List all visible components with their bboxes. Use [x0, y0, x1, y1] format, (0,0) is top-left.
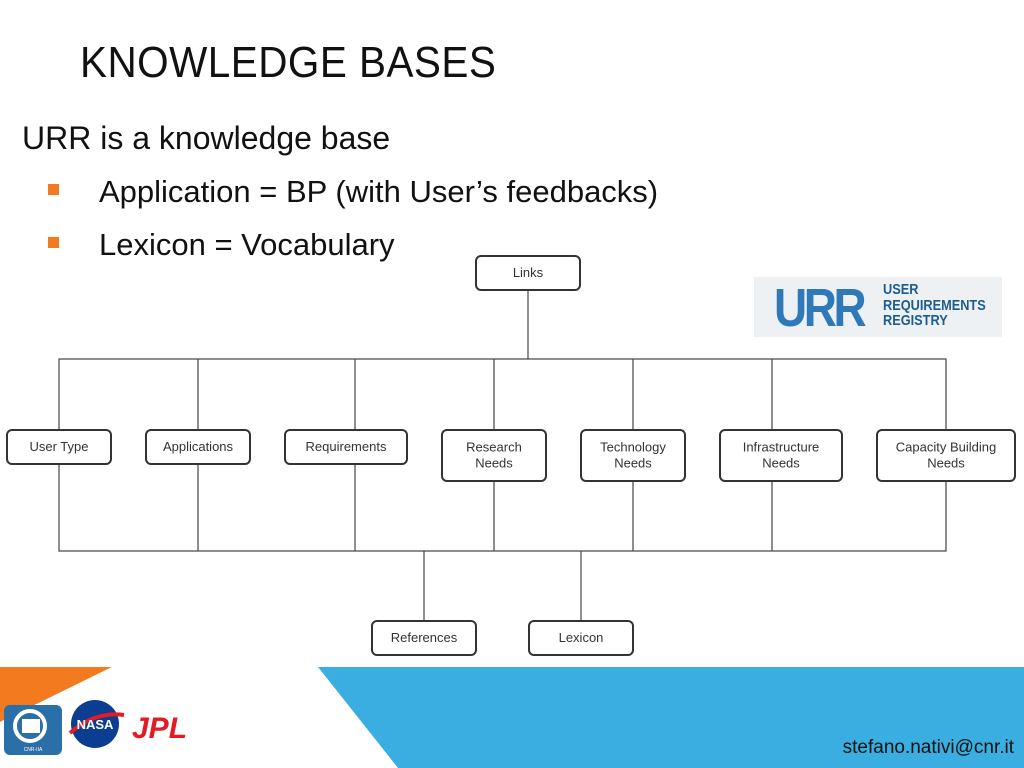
bullet-text: Application = BP (with User’s feedbacks): [99, 174, 659, 209]
box-lexicon-label: Lexicon: [559, 630, 604, 645]
contact-email: stefano.nativi@cnr.it: [842, 737, 1014, 758]
bullet-text: Lexicon = Vocabulary: [99, 227, 395, 262]
box-capacity-building-needs-label: Capacity Building: [896, 440, 996, 455]
nasa-logo-text: NASA: [77, 717, 114, 732]
box-requirements-frame: [284, 429, 408, 465]
box-infrastructure-needs-label: Needs: [762, 456, 800, 471]
box-requirements-label: Requirements: [306, 439, 387, 454]
box-references-frame: [371, 620, 477, 656]
box-infrastructure-needs-label: Infrastructure: [743, 440, 820, 455]
box-requirements: Requirements: [284, 429, 408, 465]
nasa-logo: NASA: [68, 700, 125, 748]
box-user-type-frame: [6, 429, 112, 465]
box-references-label: References: [391, 630, 458, 645]
box-technology-needs-frame: [580, 429, 686, 482]
lead-text: URR is a knowledge base: [22, 120, 391, 156]
box-applications: Applications: [145, 429, 251, 465]
box-applications-label: Applications: [163, 439, 234, 454]
urr-logo-word: REGISTRY: [883, 312, 948, 329]
box-references: References: [371, 620, 477, 656]
box-lexicon-frame: [528, 620, 634, 656]
box-technology-needs-label: Needs: [614, 456, 652, 471]
box-links: Links: [475, 255, 581, 291]
box-user-type-label: User Type: [29, 439, 88, 454]
bullet-square-icon: [48, 184, 59, 195]
box-links-label: Links: [513, 265, 544, 280]
cnr-logo-text: CNR-IIA: [24, 747, 43, 753]
box-links-frame: [475, 255, 581, 291]
urr-logo-word: USER: [883, 281, 919, 298]
footer-band: CNR-IIA NASA JPL: [0, 667, 1024, 768]
urr-logo: URR USER REQUIREMENTS REGISTRY: [754, 277, 1002, 337]
jpl-logo-text: JPL: [132, 712, 187, 745]
bullet-lexicon: Lexicon = Vocabulary: [48, 227, 395, 263]
box-infrastructure-needs-frame: [719, 429, 843, 482]
urr-logo-word: REQUIREMENTS: [883, 296, 986, 314]
bullet-square-icon: [48, 237, 59, 248]
bullet-application: Application = BP (with User’s feedbacks): [48, 174, 658, 210]
cnr-logo: CNR-IIA: [4, 705, 62, 755]
urr-logo-words: USER REQUIREMENTS REGISTRY: [883, 282, 986, 329]
box-applications-frame: [145, 429, 251, 465]
box-research-needs-label: Research: [466, 440, 522, 455]
footer-blue-area: [318, 667, 1024, 768]
urr-logo-letters: URR: [774, 278, 867, 338]
box-research-needs-label: Needs: [475, 456, 513, 471]
box-lexicon: Lexicon: [528, 620, 634, 656]
box-research-needs-frame: [441, 429, 547, 482]
box-user-type: User Type: [6, 429, 112, 465]
box-capacity-building-needs-frame: [876, 429, 1016, 482]
box-technology-needs-label: Technology: [600, 440, 666, 455]
slide-title: KNOWLEDGE BASES: [80, 38, 497, 87]
box-capacity-building-needs-label: Needs: [927, 456, 965, 471]
